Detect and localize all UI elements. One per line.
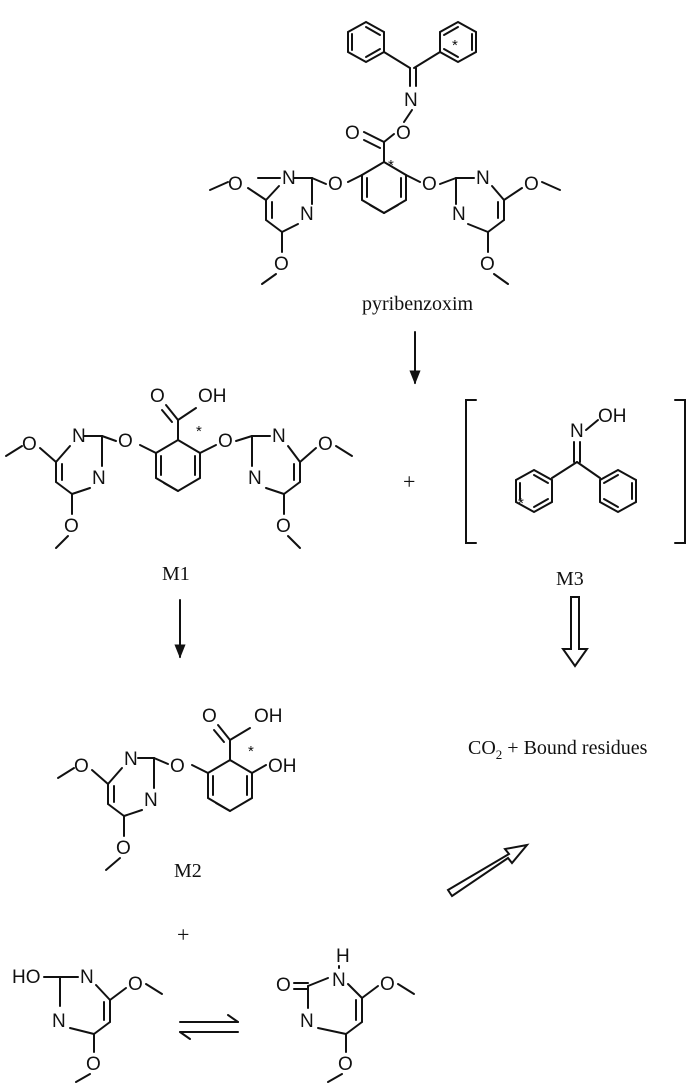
m3-bracket-right [674, 399, 686, 544]
m1-label: M1 [162, 563, 190, 585]
benzene-ring-m2 [207, 758, 253, 813]
label-marker: * [518, 495, 524, 512]
ring-nitrogen: N [332, 970, 346, 991]
methoxy-oxygen: O [524, 174, 539, 195]
pyrimidine-ring-left: N N [257, 168, 314, 233]
m3-structure: N OH * [515, 406, 637, 514]
plus-sign: + [177, 922, 189, 947]
ring-nitrogen: N [272, 426, 286, 447]
oxime-hydroxyl: OH [598, 406, 627, 427]
benzene-ring-m1 [155, 438, 201, 493]
ring-nitrogen: N [52, 1011, 66, 1032]
ether-oxygen-left: O [118, 431, 133, 452]
carbonyl-oxygen: O [345, 123, 360, 144]
ring-nitrogen: N [452, 204, 466, 225]
ring-nitrogen: N [80, 967, 94, 988]
methoxy-oxygen: O [480, 254, 495, 275]
label-marker: * [196, 423, 202, 440]
plus-sign: + [403, 469, 415, 494]
methoxy-oxygen: O [228, 174, 243, 195]
final-products-text: CO2 + Bound residues [468, 737, 648, 762]
nh-hydrogen: H [336, 946, 350, 967]
phenol-hydroxyl: OH [268, 756, 297, 777]
pyrimidinone-structure: H O N N O O [276, 946, 415, 1083]
methoxy-oxygen: O [74, 756, 89, 777]
m2-label: M2 [174, 860, 202, 882]
ring-nitrogen: N [124, 749, 138, 770]
ring-nitrogen: N [248, 468, 262, 489]
m1-structure: O OH * O N N O O [5, 386, 353, 549]
methoxy-oxygen: O [380, 974, 395, 995]
methoxy-oxygen: O [22, 434, 37, 455]
hydroxy-group: HO [12, 967, 41, 988]
bound-residues-text: + Bound residues [502, 737, 647, 759]
hollow-arrow-m3-mineralization [561, 596, 589, 668]
equilibrium-arrow [179, 1014, 239, 1040]
ring-nitrogen: N [92, 468, 106, 489]
carboxyl-hydroxyl: OH [198, 386, 227, 407]
ring-nitrogen: N [300, 1011, 314, 1032]
label-marker: * [248, 743, 254, 760]
methoxy-oxygen: O [128, 974, 143, 995]
ring-nitrogen: N [282, 168, 296, 189]
pyrimidine-ring-m2: N N [107, 749, 158, 817]
carbonyl-oxygen: O [276, 975, 291, 996]
label-marker: * [452, 37, 458, 54]
carboxyl-hydroxyl: OH [254, 706, 283, 727]
m3-bracket-left [465, 399, 477, 544]
pyrimidine-ring-right: N N [452, 168, 505, 233]
methoxy-oxygen: O [86, 1054, 101, 1075]
ring-nitrogen: N [144, 790, 158, 811]
m2-structure: O OH * OH O N N O [57, 706, 297, 871]
pyrimidine-ring-m1-left: N N [55, 426, 106, 495]
phenyl-ring-right [439, 20, 477, 64]
benzene-ring-central [361, 160, 407, 215]
carbonyl-oxygen: O [150, 386, 165, 407]
methoxy-oxygen: O [276, 516, 291, 537]
pyrimidine-ring-tautomer-1: N N [52, 967, 111, 1035]
ether-oxygen-right: O [422, 174, 437, 195]
ether-oxygen: O [170, 756, 185, 777]
methoxy-oxygen: O [318, 434, 333, 455]
oxime-nitrogen: N [570, 421, 584, 442]
oxime-oxygen: O [396, 123, 411, 144]
phenyl-ring-m3-right [599, 468, 637, 514]
methoxy-oxygen: O [64, 516, 79, 537]
methoxy-oxygen: O [338, 1054, 353, 1075]
pyrimidine-ring-m1-right: N N [248, 426, 301, 495]
ring-nitrogen: N [476, 168, 490, 189]
methoxy-oxygen: O [274, 254, 289, 275]
ring-nitrogen: N [300, 204, 314, 225]
oxime-nitrogen: N [404, 90, 418, 111]
ether-oxygen-right: O [218, 431, 233, 452]
hydroxy-pyrimidine-structure: HO N N O O [12, 967, 163, 1083]
pyribenzoxim-structure: * N O O * O N N [209, 20, 561, 285]
pyrimidine-ring-tautomer-2: N N [300, 965, 363, 1035]
ring-nitrogen: N [72, 426, 86, 447]
phenyl-ring-left [347, 20, 385, 64]
hollow-arrow-mineralization [446, 843, 530, 898]
ether-oxygen-left: O [328, 174, 343, 195]
m3-label: M3 [556, 568, 584, 590]
methoxy-oxygen: O [116, 838, 131, 859]
phenyl-ring-m3-left [515, 468, 553, 514]
pyribenzoxim-label: pyribenzoxim [362, 293, 474, 315]
co2-text: CO [468, 737, 496, 759]
carbonyl-oxygen: O [202, 706, 217, 727]
co2-subscript: 2 [496, 747, 503, 762]
